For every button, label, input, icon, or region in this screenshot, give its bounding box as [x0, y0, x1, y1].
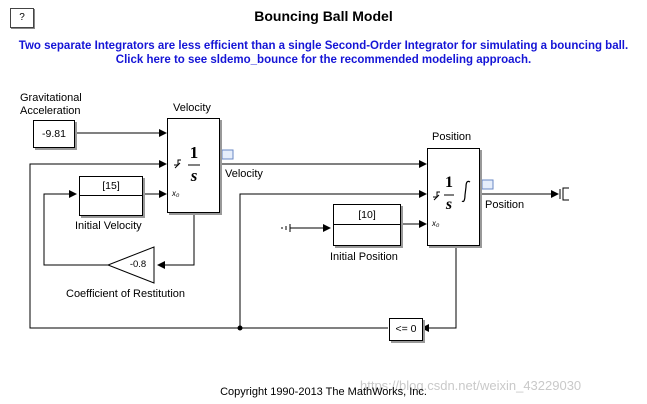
- watermark: https://blog.csdn.net/weixin_43229030: [360, 378, 582, 393]
- velocity-integrator-block[interactable]: 1 s x₀: [167, 118, 220, 213]
- position-signal-label: Position: [485, 199, 525, 211]
- restitution-wire: [43, 190, 108, 266]
- reset-wire-position: [239, 190, 427, 328]
- initial-position-block[interactable]: [10]: [333, 204, 401, 246]
- position-tf-numerator: 1: [445, 174, 453, 191]
- efficiency-note: Two separate Integrators are less effici…: [18, 40, 629, 52]
- initial-velocity-value: [15]: [102, 180, 120, 192]
- restitution-gain-block[interactable]: [106, 246, 155, 284]
- signal-viewer-icon[interactable]: [221, 149, 234, 160]
- initial-velocity-label: Initial Velocity: [75, 220, 142, 232]
- velocity-ic-port-label: x₀: [172, 189, 180, 198]
- recommended-approach-link[interactable]: Click here to see sldemo_bounce for the …: [115, 54, 532, 66]
- model-title: Bouncing Ball Model: [254, 8, 393, 24]
- restitution-gain-value: -0.8: [129, 259, 147, 270]
- gravity-label-line1: Gravitational: [20, 92, 82, 104]
- position-feedback-wire: [421, 244, 457, 332]
- help-button[interactable]: ?: [10, 8, 34, 28]
- gravity-label-line2: Acceleration: [20, 105, 81, 117]
- velocity-state-wire: [157, 212, 195, 269]
- velocity-tf-denominator: s: [190, 166, 198, 185]
- velocity-signal-label: Velocity: [225, 168, 263, 180]
- position-ic-port-label: x₀: [432, 219, 440, 228]
- velocity-tf-numerator: 1: [189, 143, 199, 162]
- integrator-icon: [174, 159, 200, 169]
- initial-velocity-block[interactable]: [15]: [79, 176, 143, 216]
- position-integrator-block[interactable]: 1 s x₀: [427, 148, 480, 246]
- compare-to-zero-block[interactable]: <= 0: [389, 318, 423, 341]
- copyright-text: Copyright 1990-2013 The MathWorks, Inc.: [220, 386, 427, 398]
- branch-point: [237, 325, 243, 331]
- terminator-icon[interactable]: [559, 187, 569, 201]
- gravity-constant-block[interactable]: -9.81: [33, 120, 75, 148]
- position-tf-denominator: s: [445, 196, 453, 213]
- signal-viewer-icon[interactable]: [481, 179, 494, 190]
- position-block-title: Position: [432, 131, 472, 143]
- reset-wire-velocity: [29, 160, 240, 329]
- velocity-block-title: Velocity: [173, 102, 211, 114]
- integrator-icon: [433, 180, 471, 203]
- ground-icon: [281, 224, 291, 232]
- initial-position-label: Initial Position: [330, 251, 398, 263]
- initial-position-value: [10]: [358, 209, 376, 221]
- restitution-label: Coefficient of Restitution: [66, 288, 186, 300]
